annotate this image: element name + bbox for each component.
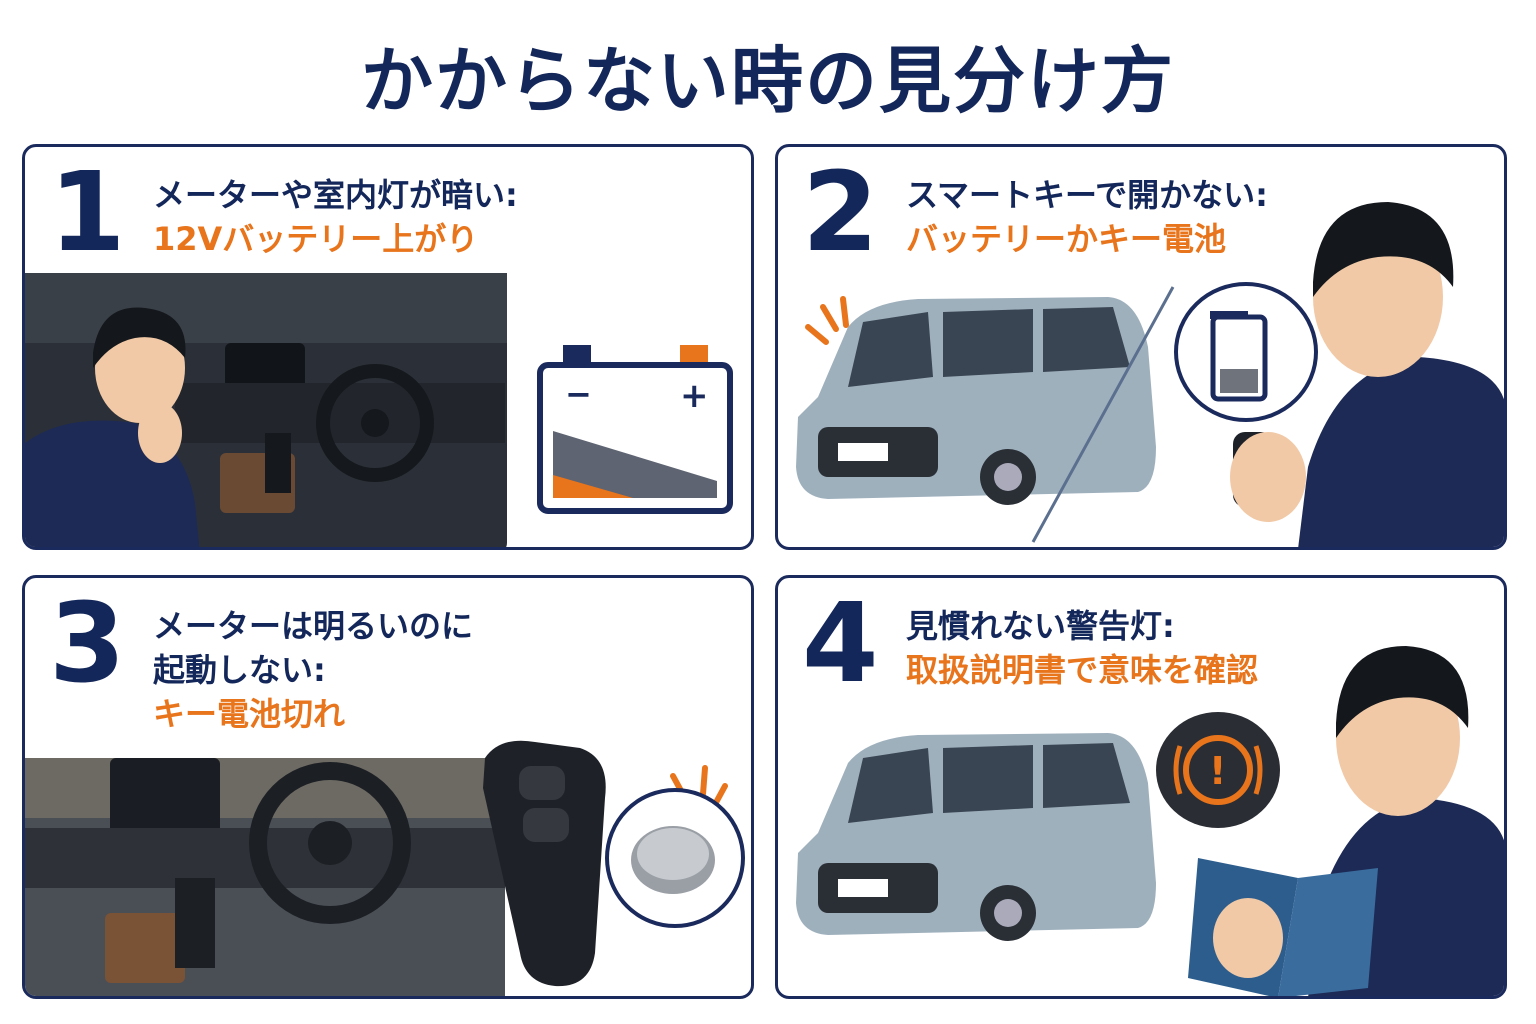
car-and-person-illustration [796, 202, 1504, 547]
screen-icon [110, 758, 220, 838]
dark-interior-illustration: − + [25, 273, 733, 547]
page-title: かからない時の見分け方 [360, 39, 1175, 123]
caption-line: メーターは明るいのに [153, 607, 474, 645]
panel-caption: メーターや室内灯が暗い: 12Vバッテリー上がり [153, 173, 518, 261]
battery-minus: − [565, 375, 592, 413]
panel-number: 4 [802, 579, 879, 707]
panel-caption: スマートキーで開かない: バッテリーかキー電池 [906, 173, 1268, 261]
alert-lines-icon [805, 296, 849, 345]
caption-highlight: キー電池切れ [153, 695, 346, 733]
warning-mark: ! [1209, 749, 1226, 793]
panel-number: 1 [49, 148, 126, 276]
car-icon [796, 297, 1156, 505]
panel-number: 2 [802, 148, 879, 276]
caption-highlight: 12Vバッテリー上がり [153, 220, 479, 258]
battery-icon [537, 345, 733, 514]
bright-interior-illustration [25, 740, 745, 996]
smart-key-icon [483, 740, 606, 987]
battery-low-icon [1210, 311, 1268, 402]
steering-wheel-icon [249, 762, 411, 924]
panel-2: 2 スマートキーで開かない: バッテリーかキー電池 [775, 144, 1507, 550]
caption-line: 起動しない: [153, 651, 326, 689]
panel-4: 4 見慣れない警告灯: 取扱説明書で意味を確認 ! [775, 575, 1507, 999]
battery-plus: + [680, 376, 709, 416]
warning-light-icon [1156, 712, 1280, 828]
caption-line: メーターや室内灯が暗い: [153, 176, 518, 214]
panel-1: 1 メーターや室内灯が暗い: 12Vバッテリー上がり − + [22, 144, 754, 550]
car-icon [796, 733, 1156, 941]
car-and-manual-illustration: ! [796, 646, 1504, 996]
steering-wheel-icon [316, 364, 434, 482]
panel-number: 3 [49, 579, 126, 707]
panel-3: 3 メーターは明るいのに 起動しない: キー電池切れ [22, 575, 754, 999]
panel-caption: メーターは明るいのに 起動しない: キー電池切れ [153, 604, 473, 736]
caption-line: 見慣れない警告灯: [906, 607, 1175, 645]
caption-highlight: バッテリーかキー電池 [906, 220, 1227, 258]
caption-highlight: 取扱説明書で意味を確認 [906, 651, 1259, 689]
panel-caption: 見慣れない警告灯: 取扱説明書で意味を確認 [906, 604, 1258, 692]
caption-line: スマートキーで開かない: [906, 176, 1268, 214]
